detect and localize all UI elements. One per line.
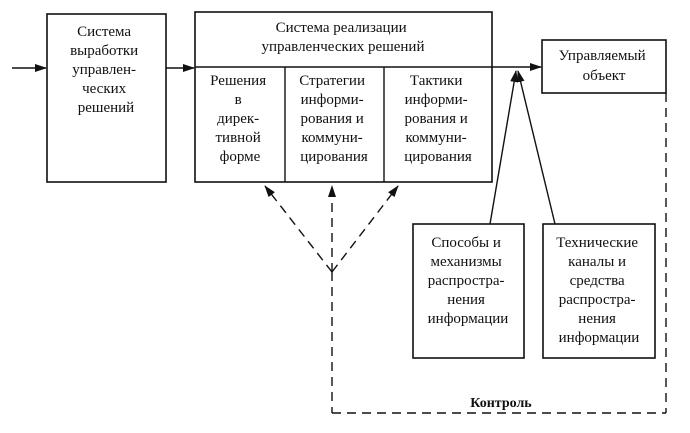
dev-system-line: решений	[78, 100, 134, 116]
strategies-line: цирования	[300, 149, 368, 165]
methods-line: нения	[447, 292, 485, 308]
tech-channels-line: распростра-	[559, 292, 636, 308]
tactics-label: Тактики информи- рования и коммуни- циро…	[404, 73, 472, 165]
directive-line: тивной	[216, 130, 261, 146]
directive-line: форме	[220, 149, 261, 165]
strategies-line: рования и	[300, 111, 363, 127]
tactics-line: информи-	[405, 92, 468, 108]
dev-system-label: Система выработки управлен- ческих решен…	[70, 24, 142, 116]
tech-channels-box	[542, 223, 656, 359]
tech-channels-line: средства	[570, 273, 625, 289]
dev-system-line: Система	[77, 24, 131, 40]
managed-object-line: Управляемый	[559, 48, 646, 64]
strategies-line: Стратегии	[299, 73, 365, 89]
managed-object-box	[541, 39, 667, 94]
methods-line: информации	[428, 311, 509, 327]
methods-line: распростра-	[428, 273, 505, 289]
tactics-line: рования и	[404, 111, 467, 127]
impl-system-line: управленческих решений	[262, 39, 425, 55]
directive-label: Решения в дирек- тивной форме	[210, 73, 270, 165]
tactics-line: коммуни-	[405, 130, 466, 146]
strategies-label: Стратегии информи- рования и коммуни- ци…	[299, 73, 369, 165]
directive-line: Решения	[210, 73, 266, 89]
strategies-line: информи-	[301, 92, 364, 108]
feedback-label: Контроль	[470, 396, 532, 411]
tech-channels-line: информации	[559, 330, 640, 346]
directive-line: в	[235, 92, 242, 108]
methods-line: Способы и	[431, 235, 501, 251]
impl-system-box	[194, 11, 493, 183]
methods-line: механизмы	[431, 254, 502, 270]
hub-to-tactics-arrow	[331, 185, 399, 273]
methods-label: Способы и механизмы распростра- нения ин…	[428, 235, 509, 327]
hub-to-directive-arrow	[264, 185, 333, 273]
tech-channels-line: нения	[578, 311, 616, 327]
dev-system-line: управлен-	[72, 62, 136, 78]
managed-object-line: объект	[583, 68, 626, 84]
tactics-line: Тактики	[410, 73, 462, 89]
tech-channels-label: Технические каналы и средства распростра…	[556, 235, 642, 346]
tactics-line: цирования	[404, 149, 472, 165]
methods-to-line-arrow	[489, 70, 519, 225]
tech-channels-line: Технические	[556, 235, 638, 251]
managed-object-label: Управляемый объект	[559, 48, 650, 84]
strategies-line: коммуни-	[301, 130, 362, 146]
dev-system-box	[46, 13, 167, 183]
tech-channels-line: каналы и	[568, 254, 626, 270]
dev-system-line: ческих	[82, 81, 127, 97]
directive-line: дирек-	[217, 111, 259, 127]
impl-system-line: Система реализации	[276, 20, 407, 36]
channels-to-line-arrow	[516, 70, 556, 225]
methods-box	[412, 223, 525, 359]
impl-system-label: Система реализации управленческих решени…	[262, 20, 425, 55]
dev-system-line: выработки	[70, 43, 138, 59]
